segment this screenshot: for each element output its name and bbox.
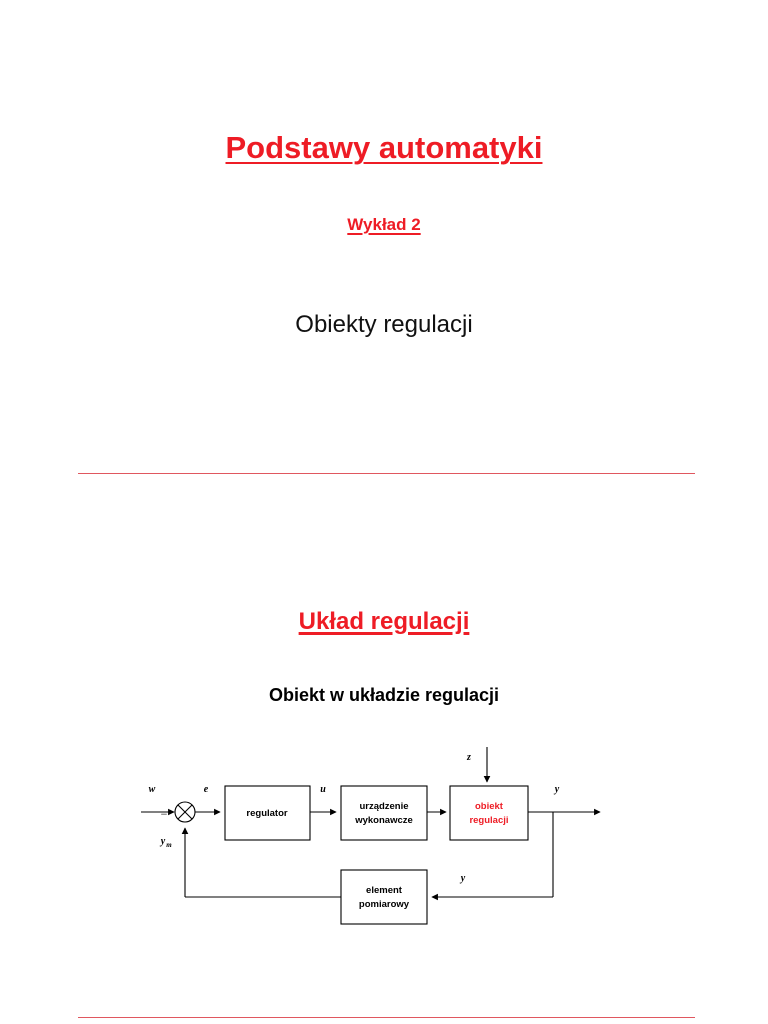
- page-title: Podstawy automatyki: [0, 130, 768, 166]
- page-title-text: Podstawy automatyki: [225, 130, 543, 165]
- signal-label-y-feedback: y: [460, 873, 466, 884]
- block-regulator[interactable]: [224, 785, 311, 841]
- block-urzadzenie-wykonawcze[interactable]: [340, 785, 428, 841]
- figure-caption: Obiekt w układzie regulacji: [268, 685, 500, 705]
- signal-label-y-out: y: [554, 784, 560, 795]
- summing-junction-x2: [177, 804, 193, 820]
- signal-label-z: z: [466, 752, 471, 763]
- signal-label-ym-subscript: m: [166, 841, 172, 849]
- divider-top: [78, 473, 695, 474]
- block-label-obiekt-line1: obiekt: [475, 801, 504, 812]
- signal-label-w: w: [149, 784, 156, 795]
- block-label-element-line1: element: [366, 885, 403, 896]
- signal-label-e: e: [204, 784, 209, 795]
- control-loop-diagram: regulator urządzenie wykonawcze obiekt r…: [0, 720, 768, 950]
- block-obiekt-regulacji[interactable]: [449, 785, 529, 841]
- signal-label-ym: y: [160, 836, 166, 847]
- lecture-number-text: Wykład 2: [347, 215, 421, 234]
- section-heading-text: Układ regulacji: [298, 608, 470, 635]
- block-label-element-line2: pomiarowy: [359, 899, 410, 910]
- section-heading: Układ regulacji: [0, 608, 768, 636]
- block-label-regulator: regulator: [246, 808, 287, 819]
- signal-label-minus: −: [161, 807, 168, 821]
- divider-bottom: [78, 1017, 695, 1018]
- block-label-urzadzenie-line1: urządzenie: [359, 801, 408, 812]
- block-element-pomiarowy[interactable]: [340, 869, 428, 925]
- signal-label-u: u: [320, 784, 326, 795]
- lecture-number: Wykład 2: [0, 215, 768, 235]
- slide-topic: Obiekty regulacji: [295, 311, 473, 338]
- block-label-obiekt-line2: regulacji: [469, 815, 508, 826]
- block-label-urzadzenie-line2: wykonawcze: [354, 815, 413, 826]
